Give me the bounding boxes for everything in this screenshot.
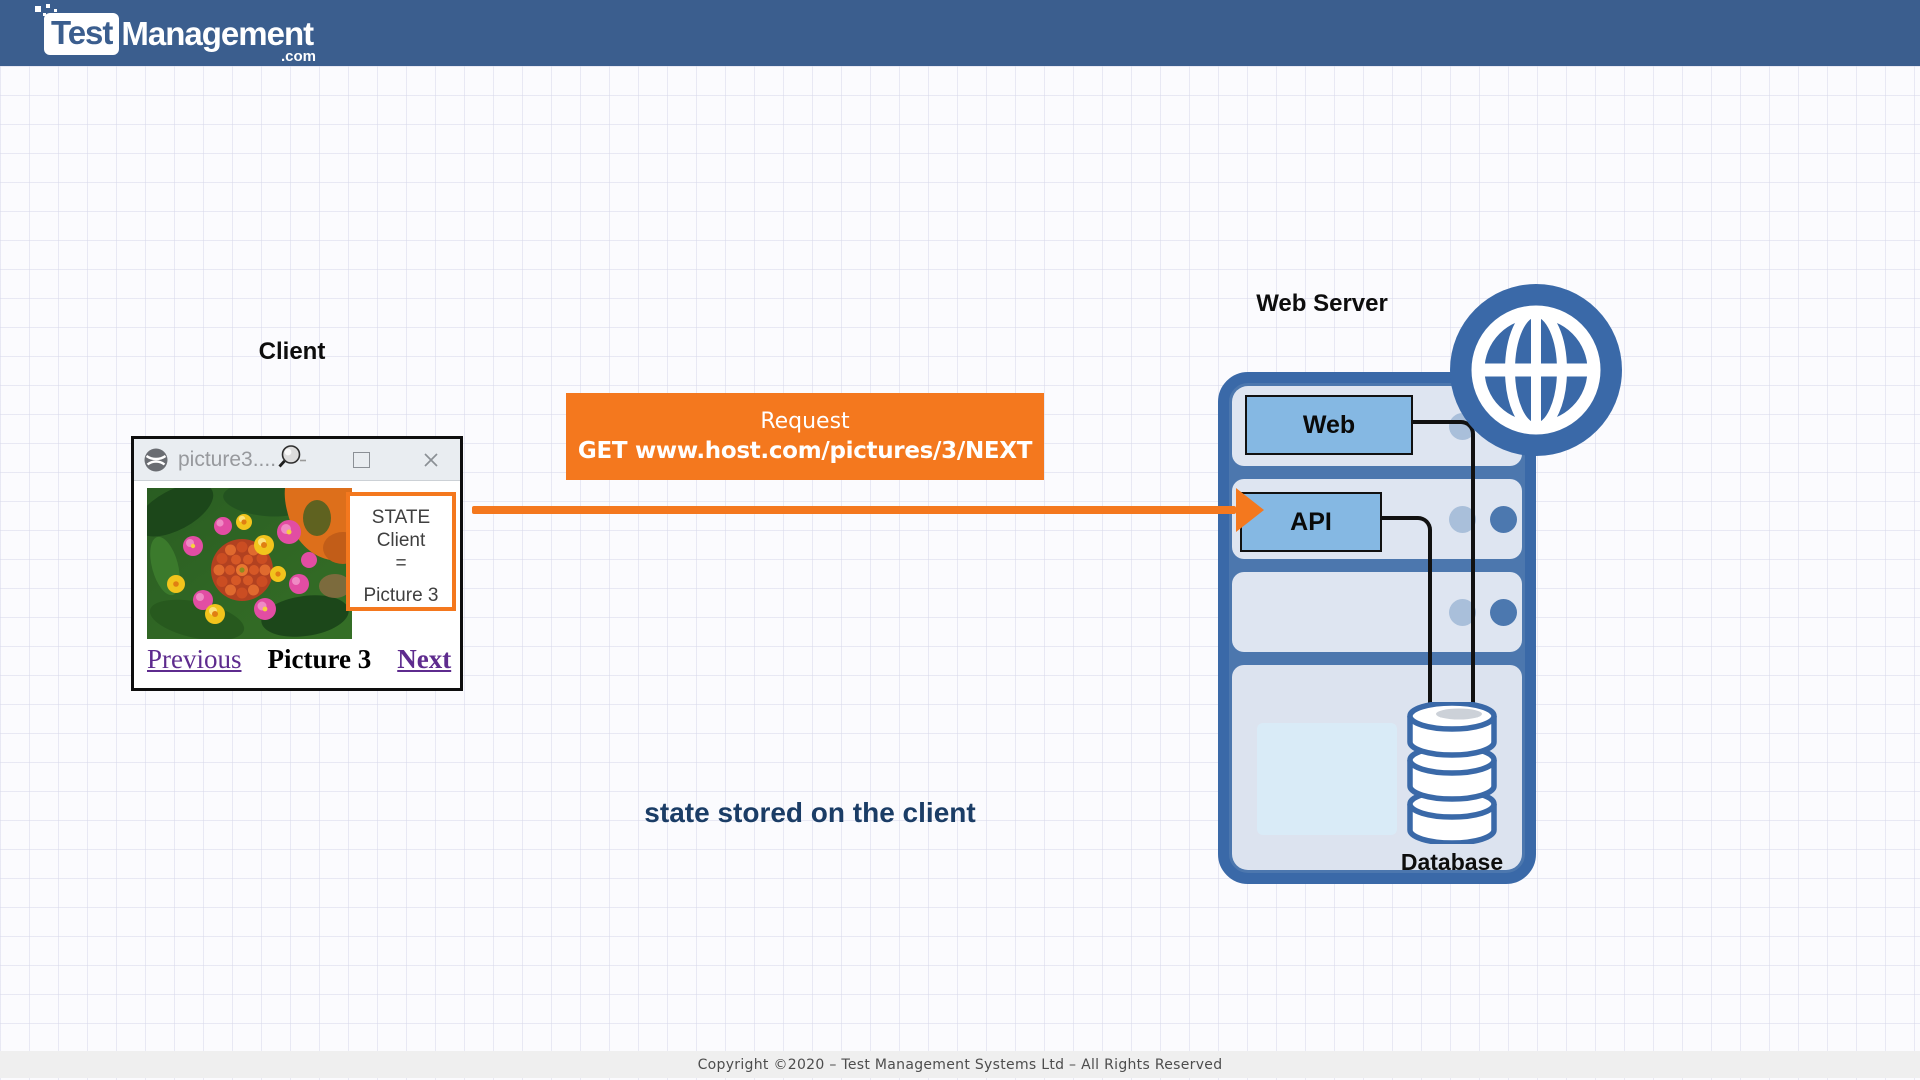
logo: Test Management .com	[34, 4, 334, 65]
browser-nav: Previous Picture 3 Next	[147, 644, 451, 675]
state-annotation: state stored on the client	[644, 797, 976, 828]
footer: Copyright ©2020 – Test Management System…	[0, 1051, 1920, 1078]
copyright-text: Copyright ©2020 – Test Management System…	[697, 1056, 1223, 1073]
state-line: Client	[376, 530, 426, 551]
logo-text: Test Management	[44, 13, 314, 55]
diagram-area: Client picture3....	[0, 66, 1920, 1080]
database-icon	[1407, 702, 1497, 844]
flower-image	[147, 488, 352, 639]
logo-com: .com	[280, 48, 316, 65]
close-icon[interactable]	[420, 449, 442, 471]
client-browser-window: picture3....	[131, 436, 463, 691]
picture-caption: Picture 3	[267, 644, 372, 674]
state-line: =	[395, 553, 407, 574]
server-rack: Web API	[1218, 372, 1536, 884]
database-panel	[1257, 723, 1397, 835]
rack-unit-empty	[1232, 572, 1522, 652]
app-header: Test Management .com	[0, 0, 1920, 66]
browser-titlebar: picture3....	[134, 439, 460, 481]
client-state-box: STATE Client = Picture 3	[346, 492, 456, 611]
internet-globe-icon	[1450, 284, 1622, 456]
previous-link[interactable]: Previous	[147, 644, 242, 674]
vent-dot	[1490, 506, 1517, 533]
request-url: GET www.host.com/pictures/3/NEXT	[577, 438, 1033, 464]
browser-globe-favicon-icon	[144, 448, 168, 472]
maximize-button[interactable]	[353, 452, 370, 468]
logo-pixel	[46, 4, 50, 8]
request-arrow-head	[1236, 488, 1264, 532]
request-box: Request GET www.host.com/pictures/3/NEXT	[566, 393, 1044, 480]
state-line: STATE	[371, 507, 431, 528]
logo-management: Management	[121, 15, 314, 52]
api-to-database-connector	[1382, 516, 1432, 711]
browser-tab-title: picture3....	[178, 448, 277, 471]
magnifier-cursor-icon	[278, 445, 306, 468]
database-label: Database	[1400, 849, 1504, 875]
logo-test: Test	[44, 13, 120, 55]
api-node-label: API	[1290, 507, 1332, 536]
request-title: Request	[760, 409, 850, 434]
next-link[interactable]: Next	[397, 644, 452, 674]
browser-body: STATE Client = Picture 3 Previous Pictur…	[134, 481, 460, 688]
web-to-database-connector	[1413, 420, 1475, 711]
vent-dot	[1490, 599, 1517, 626]
web-server-label: Web Server	[1256, 290, 1388, 317]
state-line: Picture 3	[363, 585, 439, 606]
web-node-label: Web	[1302, 410, 1356, 439]
client-label: Client	[258, 338, 326, 365]
request-arrow-line	[472, 506, 1236, 514]
logo-pixel	[54, 9, 57, 12]
logo-pixel	[35, 6, 41, 12]
web-node: Web	[1245, 395, 1413, 455]
